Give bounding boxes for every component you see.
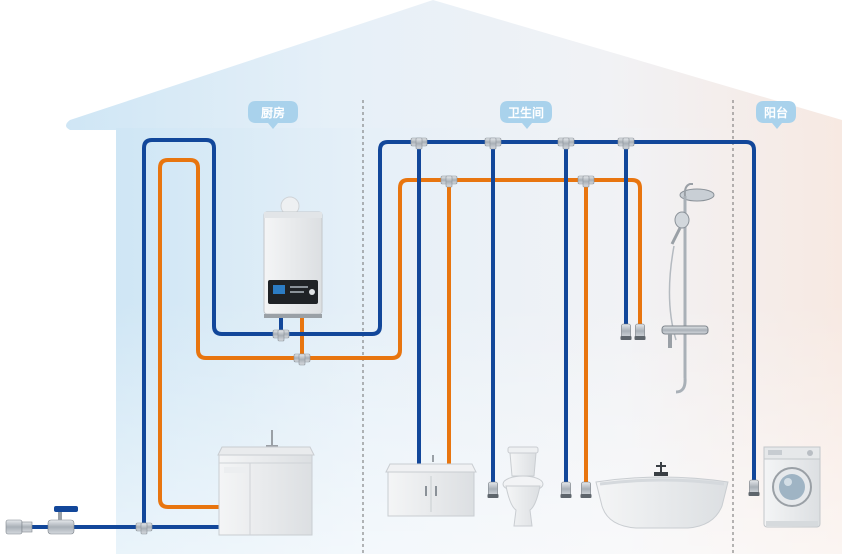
room-label-balcony: 阳台 <box>764 105 788 120</box>
bathtub-icon <box>595 462 729 529</box>
cold-pipe-kitchen-riser <box>142 138 756 529</box>
hot-pipe-kitchen-loop <box>158 158 642 509</box>
wall-boiler-icon <box>263 196 323 318</box>
room-label-bathroom: 卫生间 <box>508 105 544 120</box>
room-tag-kitchen: 厨房 <box>248 101 298 129</box>
room-tag-balcony: 阳台 <box>756 101 796 129</box>
main-valve-icon <box>5 506 78 535</box>
bathroom-vanity-icon <box>385 455 477 517</box>
room-tag-bathroom: 卫生间 <box>500 101 552 129</box>
washing-machine-icon <box>763 446 821 528</box>
room-label-kitchen: 厨房 <box>261 105 285 120</box>
cold-water-pipes <box>22 138 756 529</box>
kitchen-sink-cabinet-icon <box>217 430 315 536</box>
hot-water-pipes <box>158 158 642 509</box>
shower-set-icon <box>661 183 715 394</box>
toilet-icon <box>502 446 544 527</box>
